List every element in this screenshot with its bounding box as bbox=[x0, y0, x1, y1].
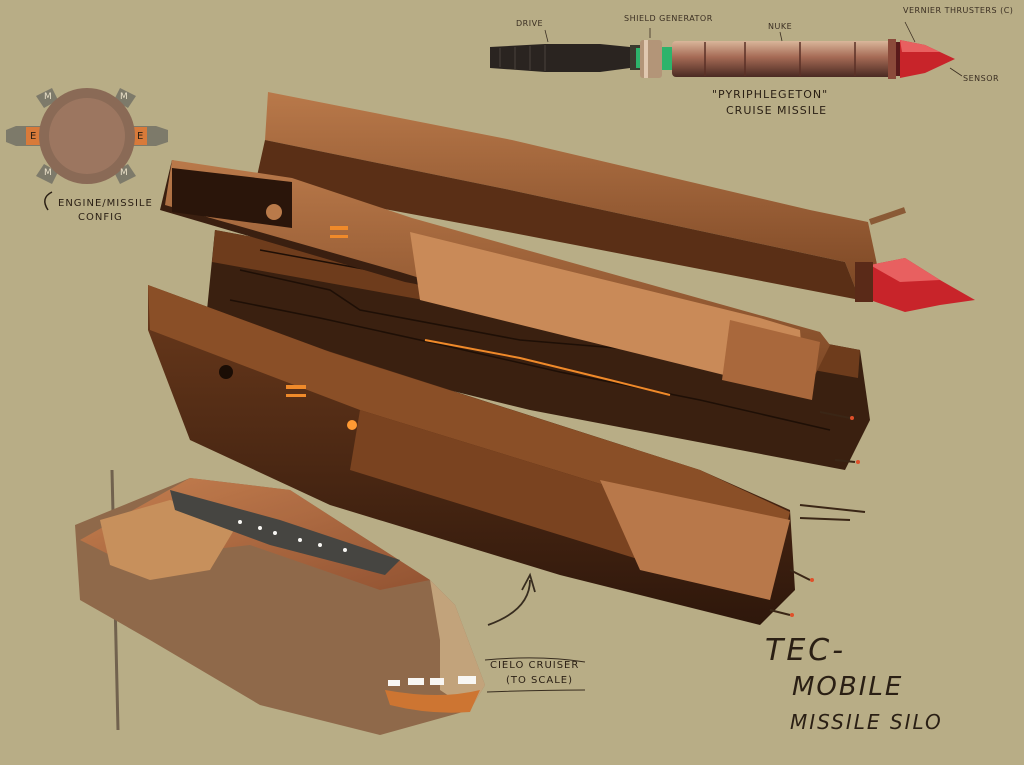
cruise-missile-drawing bbox=[490, 21, 963, 79]
nuke-label: NUKE bbox=[768, 22, 793, 31]
cielo-cruiser-drawing bbox=[75, 469, 586, 735]
config-caption-line1: ENGINE/MISSILE bbox=[58, 198, 153, 209]
config-caption-line2: CONFIG bbox=[78, 212, 123, 223]
config-label-e-right: E bbox=[137, 131, 144, 142]
shield-generator-label: SHIELD GENERATOR bbox=[624, 14, 713, 23]
title-line3: MISSILE SILO bbox=[790, 710, 943, 734]
config-label-m-top-right: M bbox=[120, 92, 129, 102]
missile-name-line2: CRUISE MISSILE bbox=[726, 104, 828, 117]
engine-missile-config-diagram bbox=[6, 88, 168, 211]
cruiser-caption-line2: (TO SCALE) bbox=[506, 675, 574, 686]
mobile-missile-silo-ship bbox=[148, 92, 975, 625]
config-label-m-bottom-left: M bbox=[44, 168, 53, 178]
drive-label: DRIVE bbox=[516, 19, 544, 28]
config-label-e-left: E bbox=[30, 131, 37, 142]
title-line1: TEC- bbox=[765, 633, 847, 668]
title-line2: MOBILE bbox=[792, 672, 904, 702]
cruiser-caption-line1: CIELO CRUISER bbox=[490, 660, 580, 671]
missile-name-line1: "PYRIPHLEGETON" bbox=[712, 88, 829, 101]
vernier-thrusters-label: VERNIER THRUSTERS (C) bbox=[903, 6, 1014, 15]
config-label-m-bottom-right: M bbox=[120, 168, 129, 178]
sensor-label: SENSOR bbox=[963, 74, 1000, 83]
config-label-m-top-left: M bbox=[44, 92, 53, 102]
